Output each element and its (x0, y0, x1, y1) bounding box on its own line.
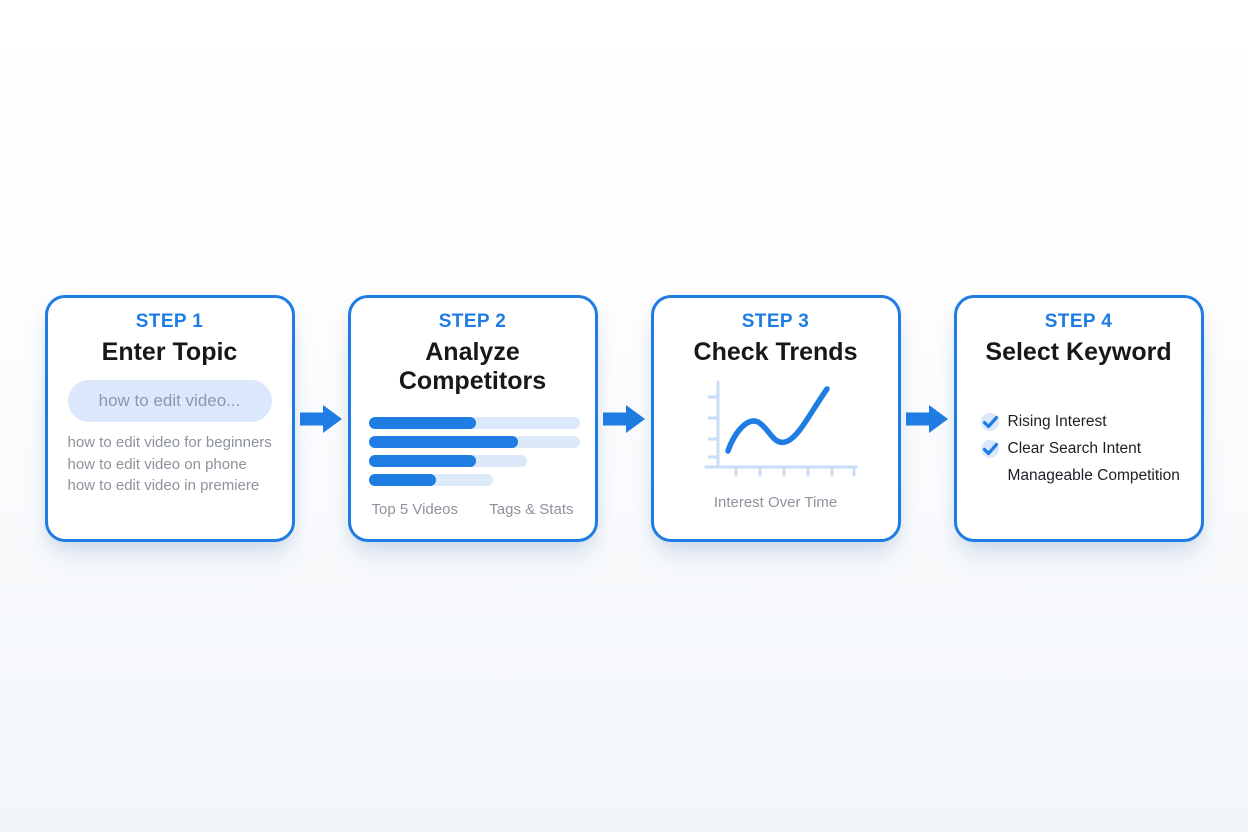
checkmark-icon (980, 413, 999, 431)
flow-arrow-icon (295, 404, 348, 434)
bar-track (368, 417, 580, 429)
keyword-checklist: Rising Interest Clear Search Intent Mana… (980, 413, 1201, 485)
step-label: STEP 1 (135, 311, 204, 332)
step-card-check-trends: STEP 3 Check Trends Inte (650, 295, 901, 542)
search-suggestions: how to edit video for beginners how to e… (48, 432, 292, 497)
step-title: Select Keyword (985, 338, 1172, 366)
checklist-item-label: Manageable Competition (1007, 467, 1180, 484)
bar-track (368, 474, 493, 486)
step-label: STEP 2 (438, 311, 507, 332)
checklist-item[interactable]: Manageable Competition (981, 467, 1201, 485)
step-card-select-keyword: STEP 4 Select Keyword Rising Interest Cl… (953, 295, 1204, 542)
step-title: Check Trends (693, 338, 858, 366)
step-label: STEP 4 (1044, 311, 1113, 332)
search-suggestion[interactable]: how to edit video on phone (67, 455, 247, 473)
step-card-enter-topic: STEP 1 Enter Topic how to edit video... … (44, 295, 295, 542)
bar-track (368, 455, 527, 467)
bar-fill (368, 474, 437, 486)
checklist-item[interactable]: Rising Interest (980, 413, 1201, 431)
search-suggestion[interactable]: how to edit video in premiere (67, 477, 260, 494)
bar-track (368, 436, 580, 448)
step-title: Enter Topic (101, 338, 238, 366)
checklist-item[interactable]: Clear Search Intent (980, 440, 1201, 458)
caption-tags-stats: Tags & Stats (489, 501, 574, 518)
bar-chart-captions: Top 5 Videos Tags & Stats (372, 501, 574, 518)
checklist-item-label: Rising Interest (1007, 413, 1107, 430)
bar-fill (368, 436, 519, 448)
bar-fill (368, 417, 477, 429)
bar-fill (368, 455, 477, 467)
step-card-analyze-competitors: STEP 2 Analyze Competitors Top 5 Videos … (347, 295, 598, 542)
flow-arrow-icon (901, 404, 954, 434)
caption-interest-over-time: Interest Over Time (713, 494, 838, 511)
topic-search-input[interactable]: how to edit video... (67, 380, 272, 422)
caption-top-5-videos: Top 5 Videos (371, 501, 458, 518)
checkmark-icon (980, 440, 999, 458)
flow-arrow-icon (598, 404, 651, 434)
trend-line-chart (654, 377, 898, 488)
competitor-bar-chart (368, 417, 580, 486)
checklist-item-label: Clear Search Intent (1007, 440, 1142, 457)
step-title: Analyze Competitors (398, 338, 547, 395)
topic-search-value: how to edit video... (98, 391, 241, 410)
flow-diagram: STEP 1 Enter Topic how to edit video... … (0, 295, 1248, 542)
search-suggestion[interactable]: how to edit video for beginners (67, 434, 272, 451)
step-label: STEP 3 (741, 311, 810, 332)
